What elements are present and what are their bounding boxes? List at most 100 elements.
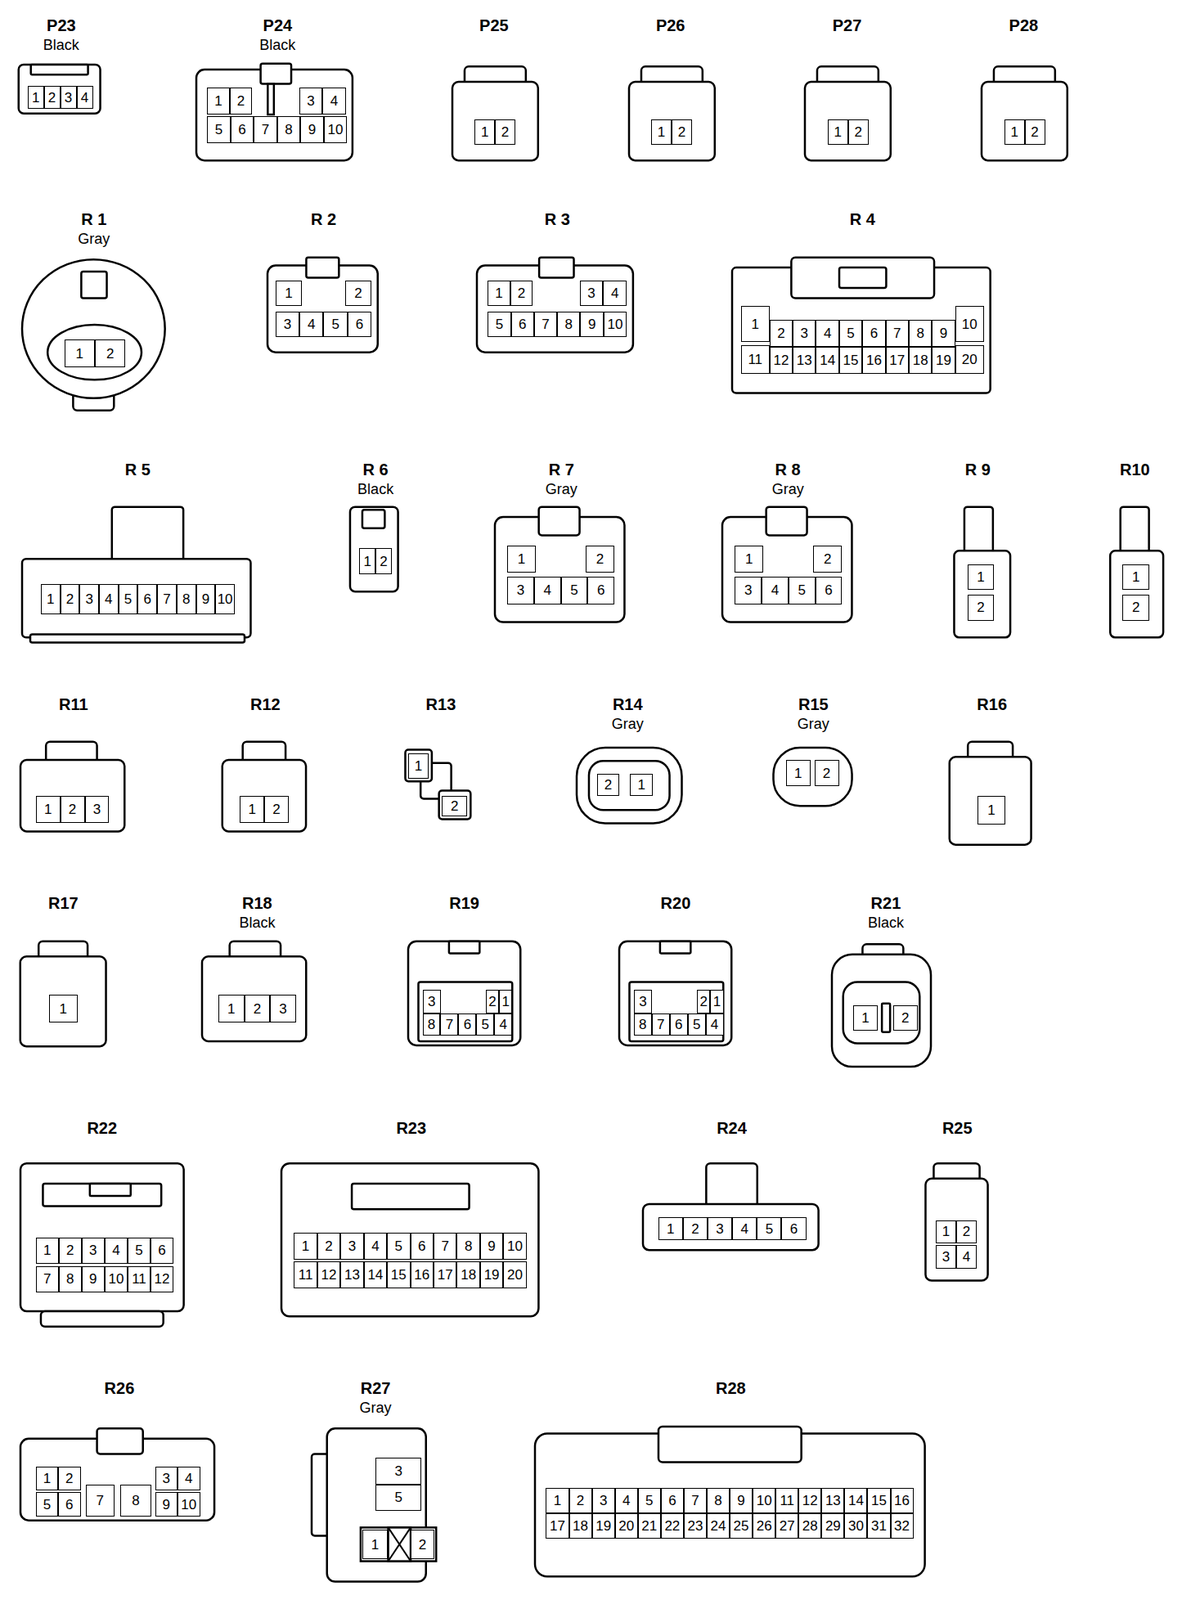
pin-number: 2 [696,989,711,1014]
housing-outline [20,759,125,832]
blank-cavity-mark [387,1528,410,1562]
pin-number: 2 [956,1220,977,1243]
pin-number: 19 [931,346,955,374]
connector-face: R 512345678910 [22,454,251,648]
pin-number: 10 [215,584,235,615]
pin-number: 3 [507,576,535,605]
connector-name: R 3 [544,210,571,229]
pin-number: 1 [786,759,811,786]
pin-number: 1 [827,119,849,145]
pin-number: 13 [821,1487,845,1514]
housing-outline [222,759,306,832]
pin-number: 2 [229,87,252,114]
connector-face: P2712 [800,11,893,165]
connector-name: P25 [479,16,509,35]
housing-outline [449,940,480,953]
connector-face: R18Black123 [202,889,306,1046]
pin-number: 1 [977,795,1006,825]
pin-number: 2 [60,584,81,615]
housing-color: Gray [77,231,110,248]
connector-housing [20,1113,185,1331]
pin-number: 6 [150,1237,174,1263]
pin-number: 1 [629,773,654,796]
housing-outline [267,83,274,114]
pin-number: 1 [206,87,230,114]
pin-number: 3 [633,989,652,1014]
pin-number: 9 [196,584,216,615]
pin-number: 31 [867,1513,890,1539]
pin-number: 8 [120,1484,151,1517]
connector-name: R14 [612,695,643,714]
housing-outline [81,271,108,298]
housing-outline [660,940,691,953]
pin-number: 2 [813,545,842,572]
connector-name: R 4 [849,210,876,229]
pin-number: 1 [1004,119,1025,145]
connector-face: R251234 [911,1113,1003,1286]
pin-number: 4 [76,85,94,110]
housing-outline [20,956,107,1047]
pin-number: 1 [64,339,95,368]
housing-color: Black [259,37,296,54]
housing-outline [705,1163,757,1209]
housing-outline [642,1204,819,1250]
pin-number: 2 [848,119,869,145]
pin-number: 8 [277,116,301,143]
pin-number: 7 [433,1232,457,1259]
housing-outline [981,81,1068,161]
housing-outline [843,981,921,1043]
pin-number: 5 [206,116,230,143]
housing-outline [20,1163,185,1312]
pin-number: 3 [340,1232,364,1259]
pin-number: 1 [710,989,724,1014]
pin-number: 1 [1122,564,1149,590]
pin-number: 9 [81,1266,105,1292]
connector-face: R1212 [219,689,311,836]
pin-number: 11 [741,345,770,374]
pin-number: 10 [752,1487,776,1514]
pin-number: 3 [85,795,110,823]
pin-number: 1 [362,1529,388,1560]
connector-name: R 6 [363,460,389,479]
pin-number: 5 [839,319,863,348]
pin-number: 5 [487,311,511,338]
pin-number: 15 [867,1487,890,1514]
pin-number: 3 [375,1457,422,1486]
pin-number: 2 [345,280,372,306]
pin-number: 6 [230,116,254,143]
pin-number: 7 [651,1013,670,1036]
pin-number: 3 [579,280,604,306]
pin-number: 12 [798,1487,822,1514]
connector-name: R18 [242,894,273,913]
pin-number: 16 [862,346,886,374]
pin-number: 25 [729,1513,753,1539]
pin-number: 5 [386,1232,410,1259]
housing-outline [948,757,1031,845]
housing-color: Black [238,915,275,932]
pin-number: 14 [844,1487,868,1514]
connector-face: R24123456 [642,1113,819,1254]
housing-outline [658,1426,802,1463]
pin-number: 3 [422,989,441,1014]
pin-number: 1 [239,795,265,823]
pin-number: 11 [775,1487,799,1514]
pin-number: 11 [127,1266,151,1292]
pin-number: 1 [967,564,994,590]
pin-number: 2 [814,759,840,786]
pin-number: 20 [503,1261,526,1288]
pin-number: 14 [364,1261,387,1288]
pin-number: 7 [534,311,558,338]
pin-number: 9 [480,1232,504,1259]
pin-number: 6 [137,584,158,615]
pin-number: 1 [359,548,376,575]
housing-outline [22,259,166,399]
connector-face: R15Gray12 [767,689,859,810]
connector-face: R 41234567891011121314151617181920 [732,205,991,398]
pin-number: 6 [815,576,843,605]
connector-name: R 8 [775,460,801,479]
pin-number: 9 [300,116,324,143]
pin-number: 4 [956,1244,977,1269]
housing-outline [48,324,143,380]
pin-number: 1 [275,280,302,306]
pin-number: 2 [375,548,392,575]
